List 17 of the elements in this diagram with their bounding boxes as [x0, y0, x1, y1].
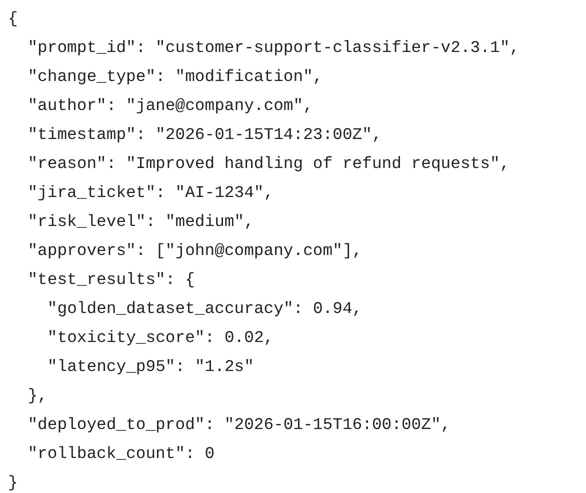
- code-line: "risk_level": "medium",: [28, 212, 254, 232]
- code-line: "approvers": ["john@company.com"],: [28, 241, 362, 261]
- code-line: "toxicity_score": 0.02,: [47, 328, 274, 348]
- code-line: }: [8, 473, 18, 493]
- code-line: "golden_dataset_accuracy": 0.94,: [47, 299, 362, 319]
- code-line: "change_type": "modification",: [28, 67, 323, 87]
- code-line: "rollback_count": 0: [28, 444, 215, 464]
- code-line: "prompt_id": "customer-support-classifier-v2.3.1",: [28, 38, 520, 58]
- code-line: },: [28, 386, 48, 406]
- code-line: {: [8, 9, 18, 29]
- code-line: "timestamp": "2026-01-15T14:23:00Z",: [28, 125, 382, 145]
- code-line: "reason": "Improved handling of refund requests",: [28, 154, 510, 174]
- code-line: "deployed_to_prod": "2026-01-15T16:00:00Z",: [28, 415, 451, 435]
- code-line: "latency_p95": "1.2s": [47, 357, 254, 377]
- code-line: "test_results": {: [28, 270, 195, 290]
- code-line: "author": "jane@company.com",: [28, 96, 313, 116]
- code-line: "jira_ticket": "AI-1234",: [28, 183, 274, 203]
